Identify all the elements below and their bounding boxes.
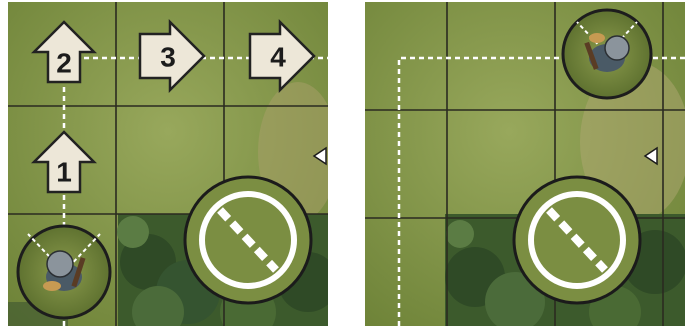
move-step-1-label: 1 <box>56 157 72 188</box>
no-entry-objective-marker[interactable] <box>514 177 640 303</box>
soldier-token[interactable] <box>18 226 110 318</box>
right-board-svg <box>365 2 685 326</box>
left-board-panel: 1 2 3 4 <box>8 2 328 326</box>
left-board-svg: 1 2 3 4 <box>8 2 328 326</box>
no-entry-objective-marker[interactable] <box>185 177 311 303</box>
soldier-token[interactable] <box>563 10 651 98</box>
right-board-panel <box>365 2 685 326</box>
move-step-2-label: 2 <box>56 48 72 79</box>
move-step-3-label: 3 <box>160 42 176 73</box>
move-step-4-label: 4 <box>270 42 286 73</box>
